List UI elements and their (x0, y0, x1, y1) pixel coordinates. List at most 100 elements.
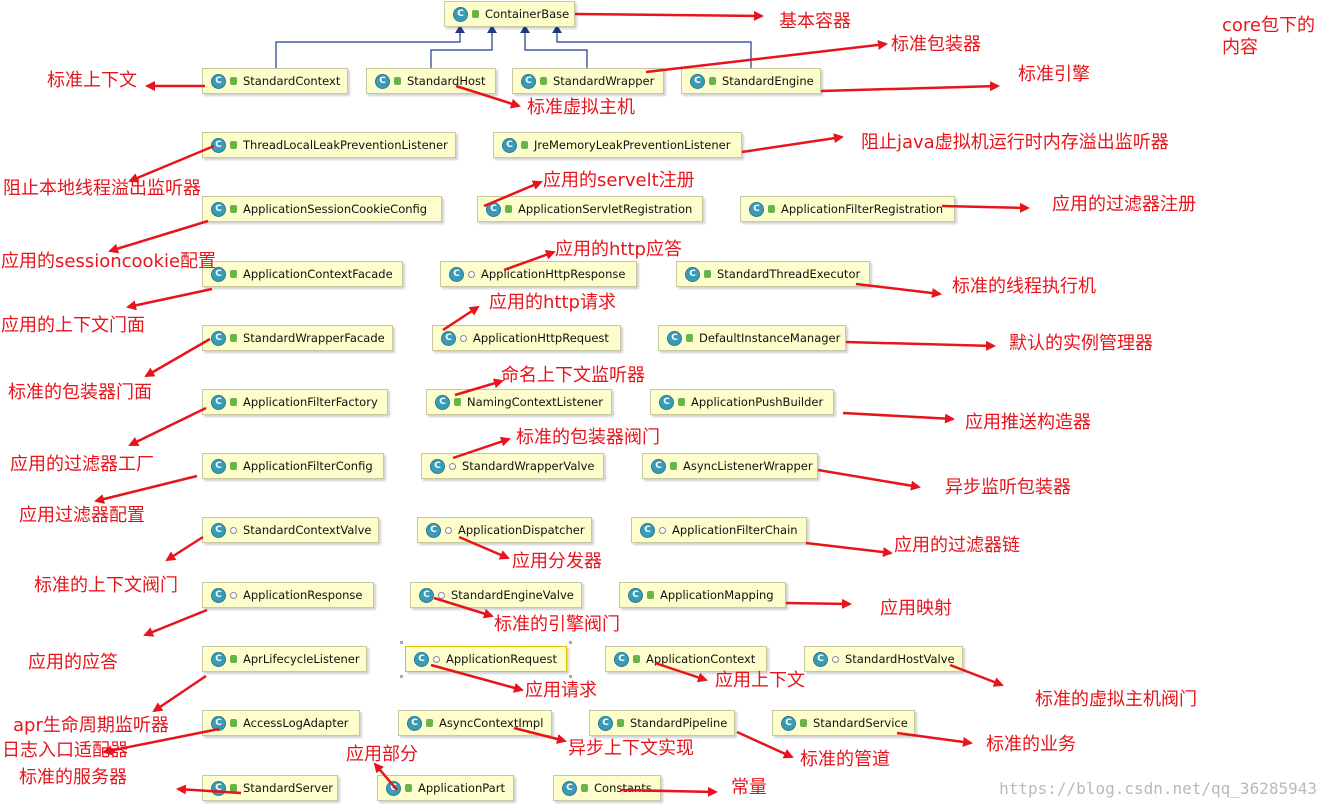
class-icon: C (211, 651, 226, 667)
note-asynccontext: 异步上下文实现 (568, 738, 694, 759)
class-name: ApplicationHttpRequest (473, 331, 609, 345)
selection-handle[interactable] (400, 675, 403, 678)
public-icon (617, 719, 624, 727)
class-name: StandardService (813, 716, 908, 730)
class-name: StandardPipeline (630, 716, 728, 730)
public-icon (633, 655, 640, 663)
public-icon (230, 784, 237, 792)
note-namingcontext: 命名上下文监听器 (501, 365, 645, 386)
note-appresponse: 应用的应答 (28, 652, 118, 673)
public-icon (670, 462, 677, 470)
class-icon: C (651, 458, 666, 474)
package-icon (659, 526, 666, 534)
class-applicationrequest[interactable]: C ApplicationRequest (405, 646, 567, 672)
class-name: DefaultInstanceManager (699, 331, 841, 345)
note-servletregistration: 应用的servelt注册 (543, 170, 695, 191)
package-icon (230, 591, 237, 599)
selection-handle[interactable] (569, 641, 572, 644)
note-accesslog: 日志入口适配器 (2, 740, 128, 761)
class-asynclistenerwrapper[interactable]: C AsyncListenerWrapper (642, 453, 818, 479)
class-icon: C (211, 522, 226, 538)
class-name: ApplicationPart (418, 781, 505, 795)
selection-handle[interactable] (569, 675, 572, 678)
note-httpresponse: 应用的http应答 (555, 239, 682, 260)
class-name: AsyncListenerWrapper (683, 459, 813, 473)
note-hostvalve: 标准的虚拟主机阀门 (1035, 689, 1197, 710)
note-pipeline: 标准的管道 (800, 749, 890, 770)
public-icon (230, 270, 237, 278)
package-icon (460, 334, 467, 342)
class-icon: C (414, 651, 429, 667)
class-asynccontextimpl[interactable]: C AsyncContextImpl (398, 710, 552, 736)
selection-handle[interactable] (400, 641, 403, 644)
class-name: ApplicationRequest (446, 652, 557, 666)
class-icon: C (419, 587, 434, 603)
note-filterregistration: 应用的过滤器注册 (1052, 194, 1196, 215)
class-name: StandardHost (407, 74, 486, 88)
class-applicationhttprequest[interactable]: C ApplicationHttpRequest (432, 325, 621, 351)
class-aprlifecyclelistener[interactable]: C AprLifecycleListener (202, 646, 367, 672)
package-icon (230, 526, 237, 534)
note-enginevalve: 标准的引擎阀门 (494, 614, 620, 635)
class-name: AsyncContextImpl (439, 716, 544, 730)
class-name: StandardWrapperFacade (243, 331, 385, 345)
class-name: StandardServer (243, 781, 334, 795)
package-icon (832, 655, 839, 663)
note-standardcontext: 标准上下文 (47, 70, 137, 91)
note-filterfactory: 应用的过滤器工厂 (10, 454, 154, 475)
class-icon: C (407, 715, 422, 731)
public-icon (230, 462, 237, 470)
note-sessioncookie: 应用的sessioncookie配置 (1, 251, 217, 272)
public-icon (230, 205, 237, 213)
note-instancemanager: 默认的实例管理器 (1009, 333, 1153, 354)
class-applicationhttpresponse[interactable]: C ApplicationHttpResponse (440, 261, 637, 287)
class-icon: C (449, 266, 464, 282)
package-icon (433, 655, 440, 663)
class-icon: C (441, 330, 456, 346)
note-dispatcher: 应用分发器 (512, 551, 602, 572)
class-name: ApplicationFilterRegistration (781, 202, 944, 216)
class-name: ApplicationContextFacade (243, 267, 393, 281)
class-name: AprLifecycleListener (243, 652, 360, 666)
class-standardenginevalve[interactable]: C StandardEngineValve (410, 582, 582, 608)
class-name: ApplicationContext (646, 652, 756, 666)
class-name: StandardEngineValve (451, 588, 574, 602)
note-server: 标准的服务器 (19, 767, 127, 788)
class-name: ApplicationServletRegistration (518, 202, 693, 216)
note-wrappervalve: 标准的包装器阀门 (516, 427, 660, 448)
class-name: ApplicationHttpResponse (481, 267, 626, 281)
public-icon (230, 334, 237, 342)
